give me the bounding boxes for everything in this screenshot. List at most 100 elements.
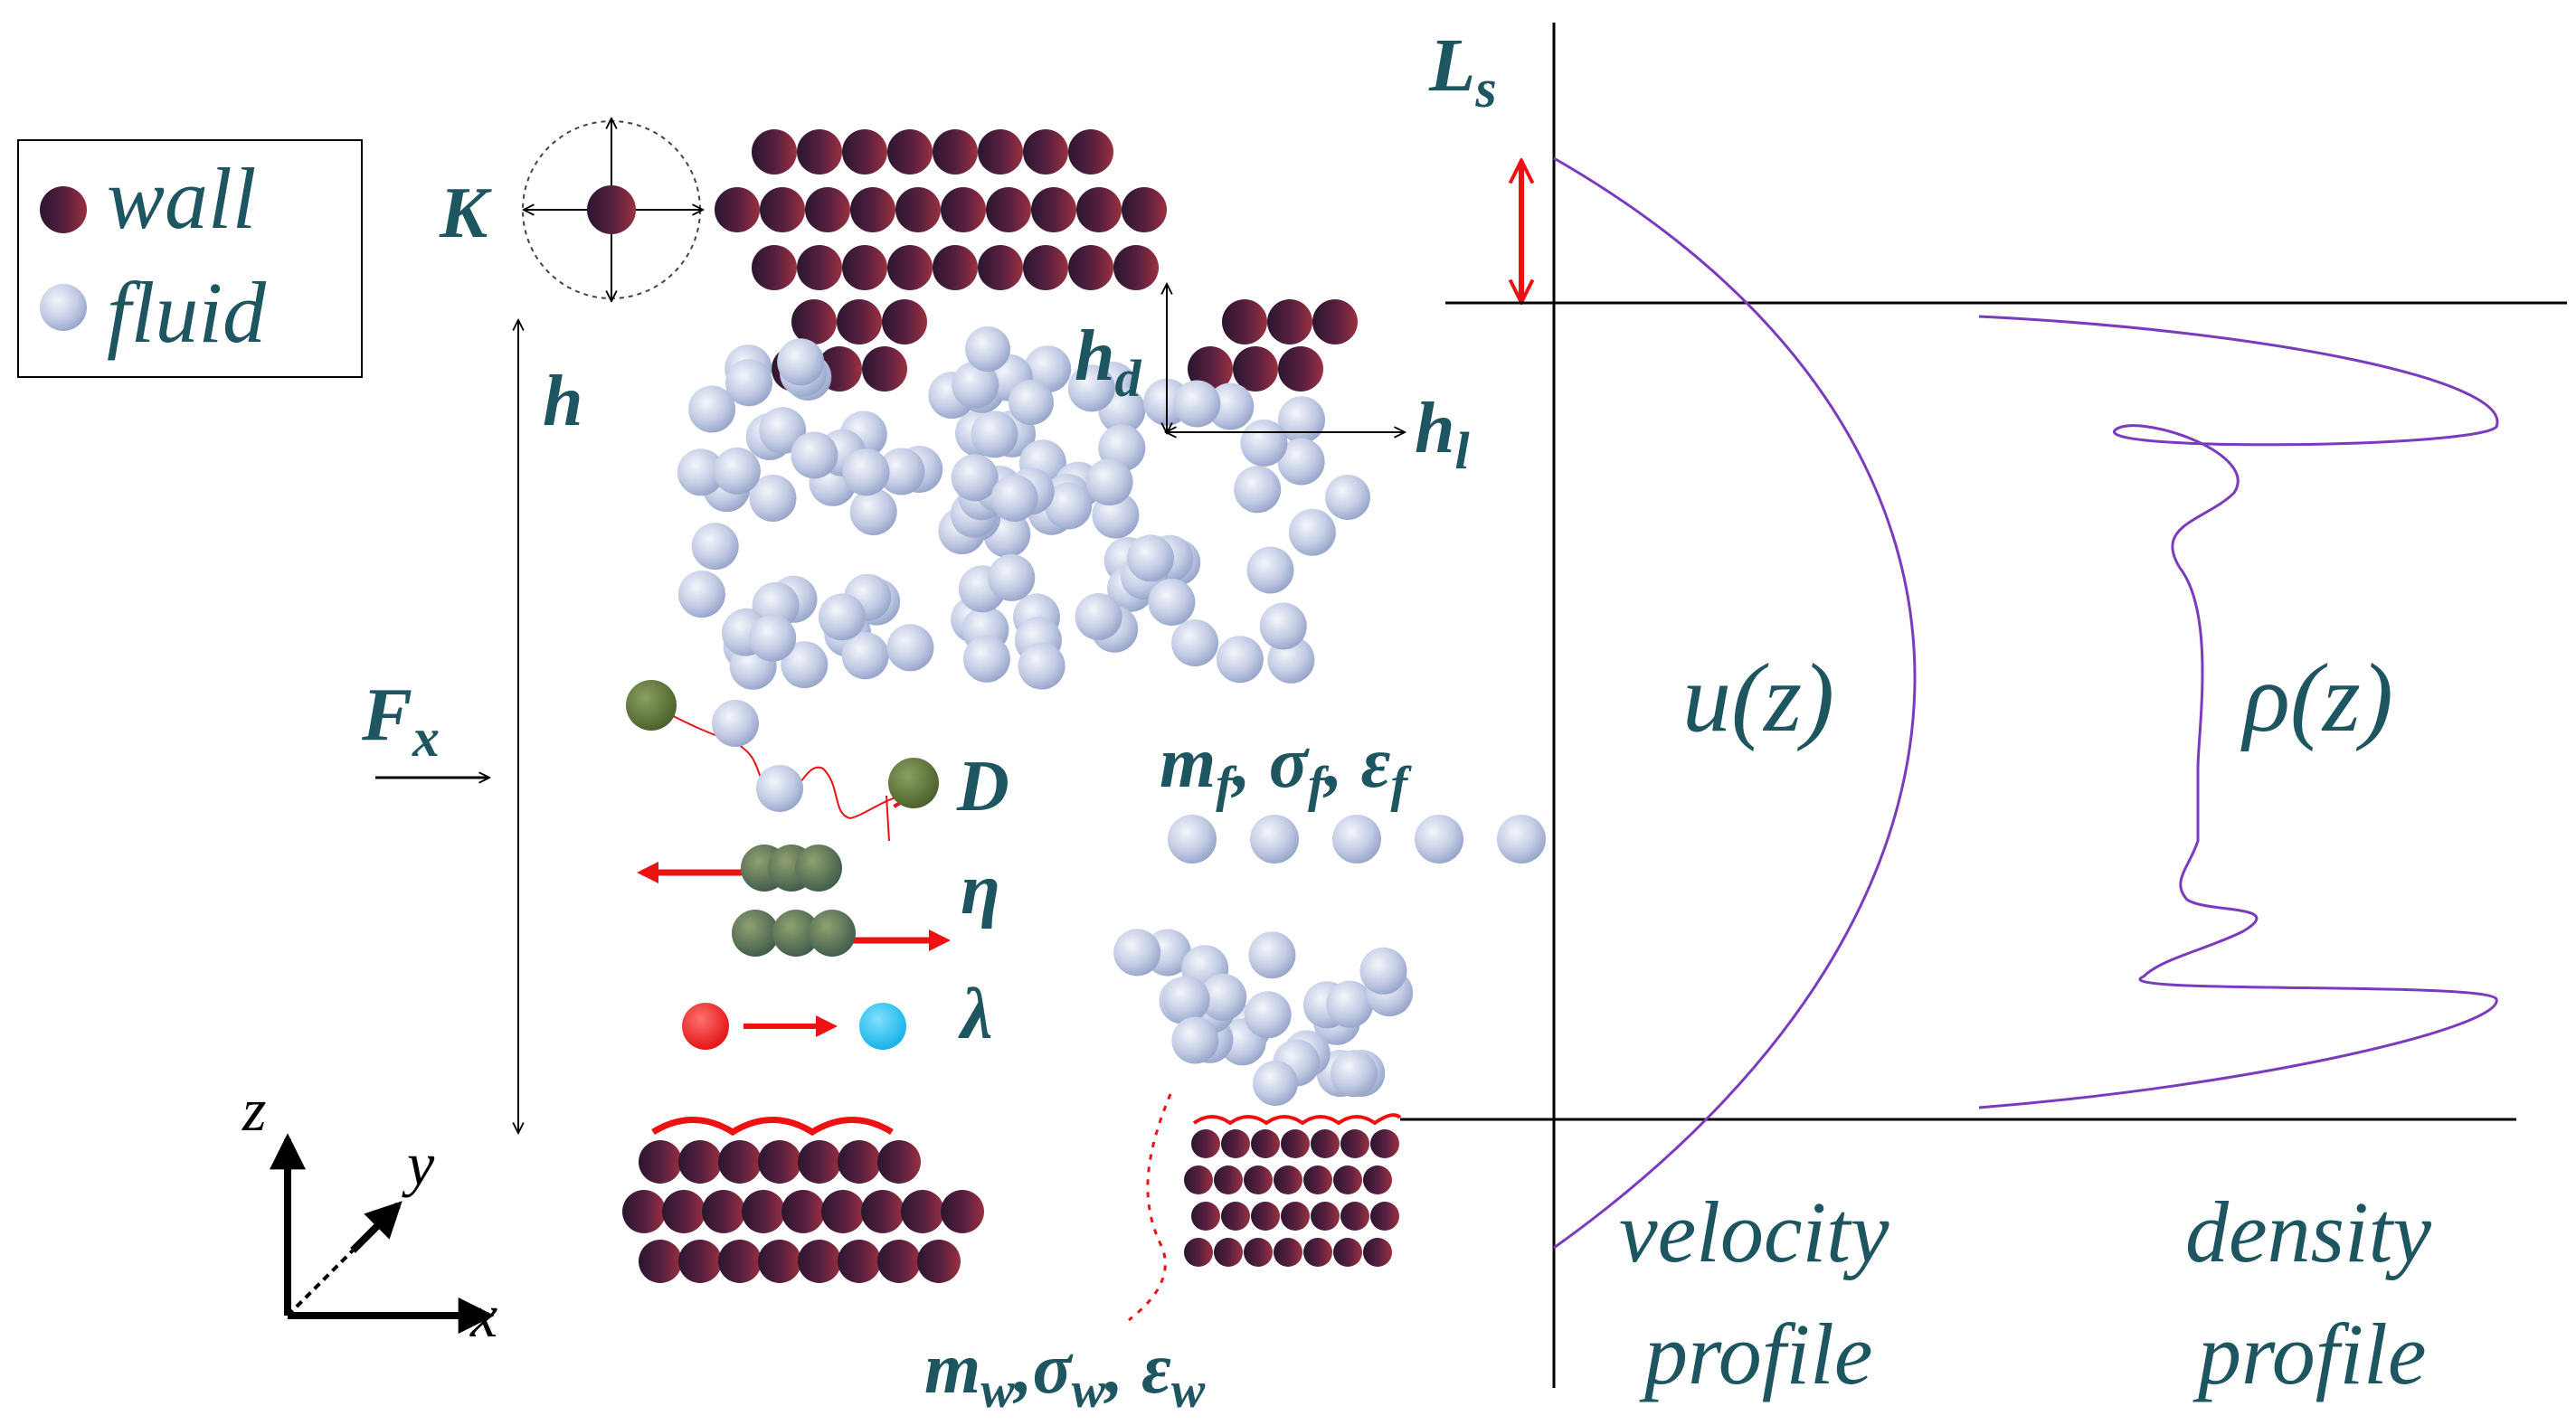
density-caption-line1: density — [2185, 1184, 2431, 1280]
wall-particle — [941, 1190, 984, 1233]
bottom-wall-large-particles — [622, 1140, 984, 1283]
fluid-particle — [1250, 815, 1299, 863]
symbol-h-l: hl — [1415, 389, 1471, 480]
wall-particle — [1233, 346, 1278, 392]
fluid-particle-icon — [40, 284, 87, 331]
wall-particle — [752, 245, 797, 290]
bottom-wall-small-particles — [1184, 1129, 1399, 1267]
wall-particle — [1068, 129, 1113, 175]
wall-particle — [986, 187, 1031, 232]
hot-particle — [682, 1003, 729, 1050]
wall-particle — [1281, 1129, 1310, 1158]
wall-particle — [758, 1240, 801, 1283]
fluid-particle — [777, 338, 825, 386]
density-caption-line2: profile — [2192, 1306, 2426, 1402]
wall-particle — [887, 245, 933, 290]
wall-particle — [1191, 1129, 1220, 1158]
sheared-particle — [795, 845, 842, 892]
velocity-curve-label: u(z) — [1682, 645, 1834, 752]
wall-particle — [1251, 1202, 1280, 1231]
fluid-particle — [712, 700, 759, 747]
fluid-particle — [1168, 815, 1217, 863]
wall-particle — [662, 1190, 706, 1233]
roughness-dimensions: hd hl — [1075, 285, 1471, 480]
fluid-particle — [1277, 438, 1325, 486]
wall-particle — [1184, 1238, 1213, 1267]
wall-particle — [1191, 1202, 1220, 1231]
fluid-particle — [1216, 636, 1264, 684]
symbol-F-x: Fx — [361, 673, 440, 768]
wall-particle — [842, 129, 887, 175]
wall-particle — [1340, 1129, 1369, 1158]
wall-particle — [1214, 1238, 1243, 1267]
symbol-K: K — [439, 174, 492, 253]
coordinate-axes: z y x — [242, 1075, 497, 1350]
fluid-particle — [1199, 973, 1247, 1021]
wall-particle — [1303, 1238, 1332, 1267]
fluid-particle — [1497, 815, 1546, 863]
wall-particle — [760, 187, 805, 232]
wall-particle — [798, 1140, 841, 1184]
wall-particle — [1188, 346, 1233, 392]
wall-particle — [978, 245, 1023, 290]
wall-parameters-label: mw,σw, εw — [924, 1329, 1206, 1419]
density-profile-curve — [1978, 315, 2499, 1109]
fluid-particle — [818, 593, 866, 641]
wall-particle — [821, 1190, 865, 1233]
wall-particle — [861, 1190, 904, 1233]
wall-particle — [622, 1190, 666, 1233]
diffusing-particle-start — [626, 680, 677, 731]
axis-label-y: y — [402, 1129, 435, 1198]
fluid-particle — [990, 475, 1038, 522]
fluid-particle — [1173, 380, 1221, 428]
sheared-fluid-layers — [732, 845, 856, 957]
fluid-particle — [756, 765, 803, 812]
wall-particle — [1244, 1238, 1273, 1267]
velocity-caption-line2: profile — [1639, 1306, 1872, 1402]
symbol-eta: η — [961, 850, 1000, 930]
cold-particle — [859, 1003, 906, 1050]
y-axis-dashed — [286, 1249, 355, 1317]
diffusion-illustration: D — [626, 680, 1009, 842]
wall-particle — [1340, 1202, 1369, 1231]
wall-particle — [639, 1240, 682, 1283]
wall-particle — [1068, 245, 1113, 290]
fluid-particle — [1259, 602, 1307, 650]
wall-particle — [1333, 1238, 1362, 1267]
symbol-D: D — [956, 747, 1009, 826]
wall-particle — [901, 1190, 944, 1233]
velocity-profile-curve — [1553, 156, 1917, 1250]
fluid-particle — [849, 488, 897, 535]
wall-particle — [758, 1140, 801, 1184]
fluid-particle — [781, 641, 829, 689]
wall-particle — [1221, 1202, 1250, 1231]
wall-particle — [877, 1140, 921, 1184]
wall-particle — [1278, 346, 1323, 392]
wall-particle — [1311, 1202, 1340, 1231]
wall-particle — [718, 1140, 762, 1184]
wall-particle — [742, 1190, 785, 1233]
wall-particle — [805, 187, 850, 232]
wall-particle — [1122, 187, 1167, 232]
wall-particle — [1023, 245, 1068, 290]
fluid-particle — [952, 361, 999, 409]
fluid-particle — [691, 523, 739, 571]
wall-particle — [1363, 1238, 1392, 1267]
wall-particle — [941, 187, 986, 232]
wall-particle-icon — [40, 186, 87, 233]
legend: wall fluid — [17, 139, 363, 378]
fluid-particle — [1359, 947, 1407, 995]
wall-particle — [678, 1240, 722, 1283]
wall-particle — [1333, 1165, 1362, 1194]
symbol-lambda: λ — [958, 975, 993, 1054]
wall-particle — [1267, 299, 1312, 344]
fluid-particle — [842, 448, 890, 496]
body-force: Fx — [361, 673, 488, 778]
fluid-particle — [1171, 619, 1219, 666]
wall-particle — [1222, 299, 1267, 344]
fluid-particle — [886, 624, 934, 672]
velocity-caption-line1: velocity — [1619, 1184, 1889, 1280]
wall-particle — [850, 187, 895, 232]
